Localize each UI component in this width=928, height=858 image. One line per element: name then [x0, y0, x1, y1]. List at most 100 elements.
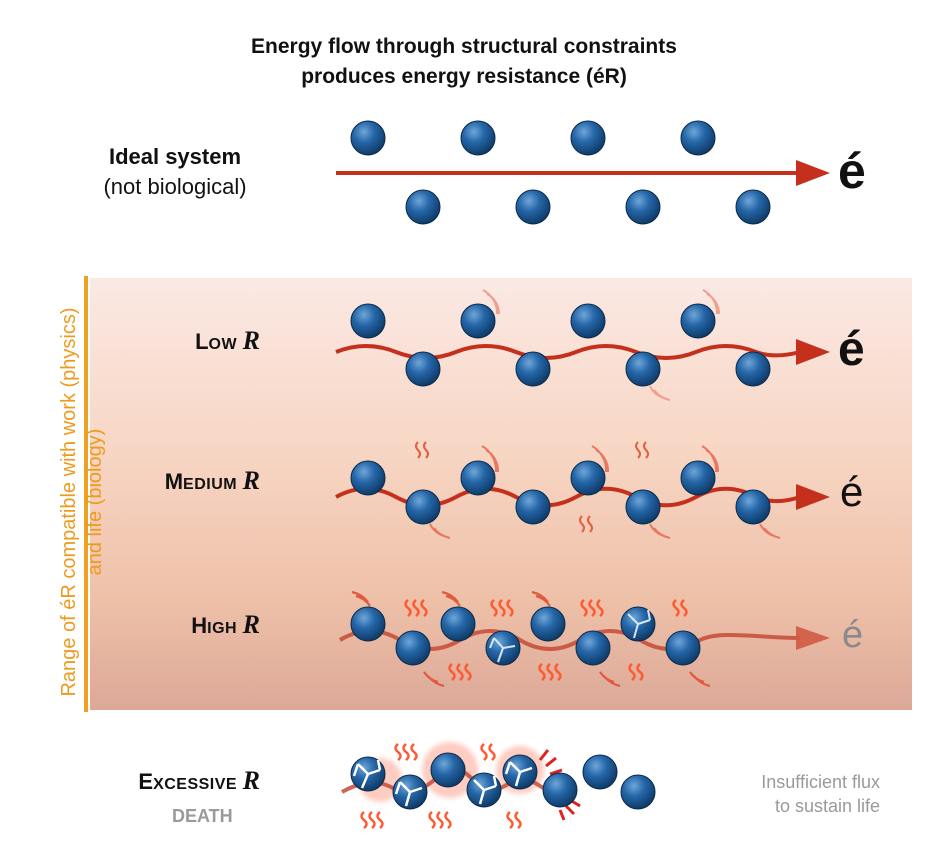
heat-wave — [394, 743, 418, 761]
heat-wave — [506, 811, 522, 829]
output-energy-high: é — [842, 614, 864, 656]
vibration-trail — [649, 523, 671, 539]
sphere — [582, 754, 618, 790]
high-r-label-initial: H — [191, 613, 208, 638]
ideal-spheres — [350, 120, 771, 225]
sphere — [680, 303, 716, 339]
vibration-trail — [482, 289, 501, 315]
heat-wave — [579, 515, 593, 533]
medium-r-arrowhead — [796, 484, 830, 510]
low-r-label-rest: OW — [208, 336, 238, 353]
sphere — [625, 489, 661, 525]
sphere — [570, 460, 606, 496]
vibration-trail — [759, 523, 781, 539]
excessive-r-spheres — [350, 752, 656, 810]
vibration-trail — [591, 445, 610, 473]
medium-r-label-initial: M — [164, 469, 184, 494]
vibration-trails — [351, 590, 711, 688]
viable-range-bar — [84, 276, 88, 712]
sphere — [350, 120, 386, 156]
low-r-variable: R — [242, 326, 260, 355]
medium-r-row — [335, 441, 830, 539]
sphere — [460, 303, 496, 339]
sphere — [735, 189, 771, 225]
excessive-r-variable: R — [242, 766, 260, 795]
sphere — [405, 189, 441, 225]
heat-wave — [628, 663, 644, 681]
output-energy-low: é — [838, 323, 865, 376]
damaged-sphere — [502, 754, 538, 790]
sphere — [542, 772, 578, 808]
sphere — [570, 303, 606, 339]
low-r-flow-arrow — [335, 344, 801, 360]
heat-wave — [404, 599, 428, 617]
heat-waves — [360, 743, 522, 829]
damaged-sphere — [620, 606, 656, 642]
heat-wave — [538, 663, 562, 681]
death-label: DEATH — [172, 806, 233, 826]
ideal-system-label: Ideal system (not biological) — [60, 142, 290, 202]
vibration-trail — [351, 590, 371, 607]
excessive-r-label: EXCESSIVE R — [80, 766, 260, 796]
sphere — [575, 630, 611, 666]
sphere — [395, 630, 431, 666]
heat-wave — [490, 599, 514, 617]
insufficient-flux-line-2: to sustain life — [774, 796, 880, 816]
low-r-row — [335, 289, 830, 401]
medium-r-flow-arrow — [335, 486, 801, 508]
sphere — [350, 303, 386, 339]
heat-waves — [404, 599, 688, 681]
vibration-trail — [689, 671, 711, 688]
low-r-label-initial: L — [195, 329, 209, 354]
insufficient-flux-note: Insufficient flux to sustain life — [690, 770, 880, 818]
high-r-arrowhead — [796, 626, 830, 650]
diagram-title: Energy flow through structural constrain… — [0, 32, 928, 92]
medium-r-spheres — [350, 460, 771, 525]
sphere — [405, 351, 441, 387]
sphere — [625, 351, 661, 387]
ideal-arrowhead — [796, 160, 830, 186]
excessive-r-label-initial: E — [138, 769, 154, 794]
heat-wave — [672, 599, 688, 617]
heat-wave — [580, 599, 604, 617]
damaged-sphere — [466, 772, 502, 808]
sphere — [515, 489, 551, 525]
low-r-spheres — [350, 303, 771, 387]
sphere — [735, 489, 771, 525]
medium-r-label-rest: EDIUM — [183, 476, 238, 493]
high-r-label-rest: IGH — [207, 620, 238, 637]
output-energy-ideal: é — [838, 143, 866, 199]
vibration-trail — [423, 671, 445, 688]
ideal-system-title: Ideal system — [108, 144, 242, 169]
low-r-arrowhead — [796, 339, 830, 365]
vibration-trail — [701, 445, 720, 473]
vibration-trails — [429, 445, 781, 539]
sphere — [680, 120, 716, 156]
sphere — [665, 630, 701, 666]
heat-waves — [415, 441, 649, 533]
sphere — [530, 606, 566, 642]
sphere — [570, 120, 606, 156]
sphere — [440, 606, 476, 642]
heat-wave — [448, 663, 472, 681]
constraint-mark — [538, 749, 563, 776]
vibration-trail — [481, 445, 500, 473]
sphere — [680, 460, 716, 496]
title-line-2: produces energy resistance (éR) — [301, 65, 627, 88]
sphere — [515, 189, 551, 225]
high-r-row — [338, 590, 830, 688]
heat-wave — [635, 441, 649, 459]
vibration-trail — [702, 289, 721, 315]
sphere — [405, 489, 441, 525]
damaged-sphere — [350, 756, 386, 792]
sphere — [460, 460, 496, 496]
sphere — [620, 774, 656, 810]
heat-wave — [480, 743, 496, 761]
vibration-trail — [599, 671, 621, 688]
vibration-trail — [441, 590, 461, 607]
medium-r-variable: R — [242, 466, 260, 495]
vibration-trail — [429, 523, 451, 539]
sphere — [515, 351, 551, 387]
medium-r-label: MEDIUM R — [110, 466, 260, 496]
